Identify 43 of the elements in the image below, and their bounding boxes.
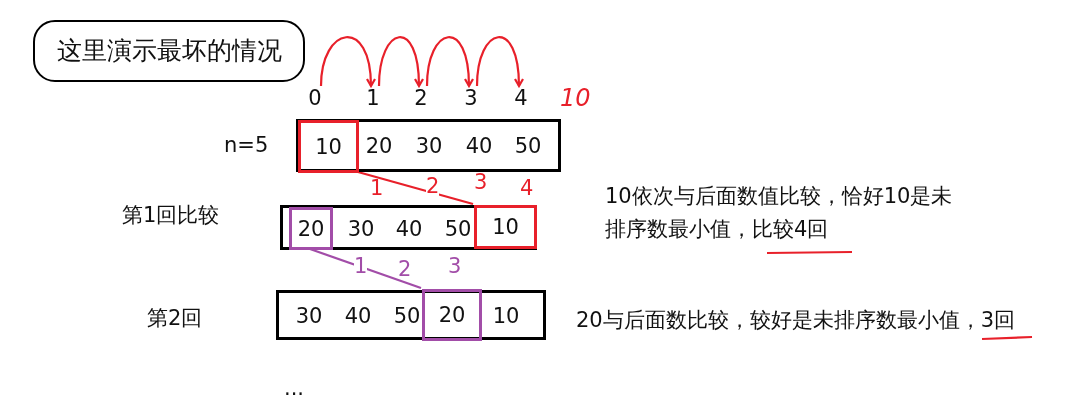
value-text: 40	[461, 132, 497, 160]
step-number: 3	[474, 170, 488, 194]
highlighted-value: 10	[474, 205, 537, 249]
value-text: 50	[389, 302, 425, 330]
round-label: 第1回比较	[122, 203, 220, 227]
step-number: 3	[448, 254, 462, 278]
title-box: 这里演示最坏的情况	[33, 20, 305, 82]
value-text: 50	[441, 215, 475, 243]
highlighted-value: 10	[298, 120, 359, 173]
connector-line	[309, 247, 422, 290]
index-number: 0	[306, 86, 324, 110]
handwritten-number: 10	[560, 86, 591, 110]
round-label: 第2回	[147, 306, 203, 330]
array-box	[276, 290, 546, 340]
array-box	[296, 119, 561, 172]
index-number: 1	[364, 86, 382, 110]
index-number: 3	[462, 86, 480, 110]
value-text: 40	[340, 302, 376, 330]
step-number: 2	[398, 257, 412, 281]
value-text: 10	[488, 302, 524, 330]
step-number: 1	[370, 176, 384, 200]
value-text: 30	[343, 215, 379, 243]
index-number: 2	[412, 86, 430, 110]
value-text: 50	[510, 132, 546, 160]
array-size-label: n=5	[224, 133, 269, 157]
ellipsis: ...	[284, 376, 305, 400]
array-box	[280, 205, 537, 250]
note-text: 20与后面数比较，较好是未排序数最小值，3回	[576, 308, 1016, 332]
highlighted-value: 20	[289, 207, 333, 250]
connector-line	[357, 170, 474, 206]
value-text: 30	[291, 302, 327, 330]
curved-arrow	[425, 36, 474, 88]
index-number: 4	[512, 86, 530, 110]
curved-arrow	[475, 36, 524, 88]
value-text: 20	[361, 132, 397, 160]
curved-arrow	[377, 36, 424, 88]
step-number: 4	[520, 176, 534, 200]
curved-arrow	[319, 36, 376, 88]
value-text: 40	[391, 215, 427, 243]
value-text: 30	[411, 132, 447, 160]
note-text: 10依次与后面数值比较，恰好10是未排序数最小值，比较4回	[605, 183, 954, 243]
step-number: 2	[426, 174, 440, 198]
highlighted-value: 20	[422, 289, 482, 341]
